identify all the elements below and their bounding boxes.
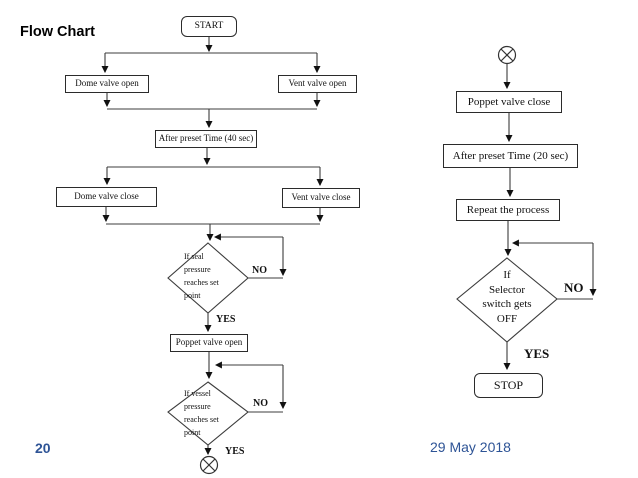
page-title: Flow Chart [20,24,95,40]
poppet-valve-open-node: Poppet valve open [170,334,248,352]
selector-decision-label: If Selector switch gets OFF [482,269,532,325]
vessel-no-label: NO [253,398,268,409]
selector-no-label: NO [564,280,584,295]
page-number: 20 [35,440,51,456]
seal-decision-diamond [167,242,249,314]
selector-decision-diamond [456,257,558,343]
left-chart-lines [101,37,324,456]
right-chart-lines [503,64,597,371]
connector-circle-x-icon-bottom [199,455,219,475]
seal-yes-label: YES [216,314,236,325]
vent-valve-close-node: Vent valve close [282,188,360,208]
slide-date: 29 May 2018 [430,439,511,455]
seal-no-label: NO [252,265,267,276]
connector-circle-x-icon-top [497,45,517,65]
vessel-yes-label: YES [225,446,245,457]
start-node: START [181,16,237,37]
dome-valve-close-node: Dome valve close [56,187,157,207]
preset-time-20-node: After preset Time (20 sec) [443,144,578,168]
poppet-valve-close-node: Poppet valve close [456,91,562,113]
right-chart-diamonds [456,257,558,343]
seal-decision-label: If seal pressure reaches set point [184,252,219,300]
vessel-decision-diamond [167,381,249,446]
dome-valve-open-node: Dome valve open [65,75,149,93]
vent-valve-open-node: Vent valve open [278,75,357,93]
stop-node: STOP [474,373,543,398]
repeat-process-node: Repeat the process [456,199,560,221]
left-chart-diamonds [167,242,249,446]
selector-yes-label: YES [524,346,550,361]
preset-time-40-node: After preset Time (40 sec) [155,130,257,148]
vessel-decision-label: If vessel pressure reaches set point [184,389,219,437]
